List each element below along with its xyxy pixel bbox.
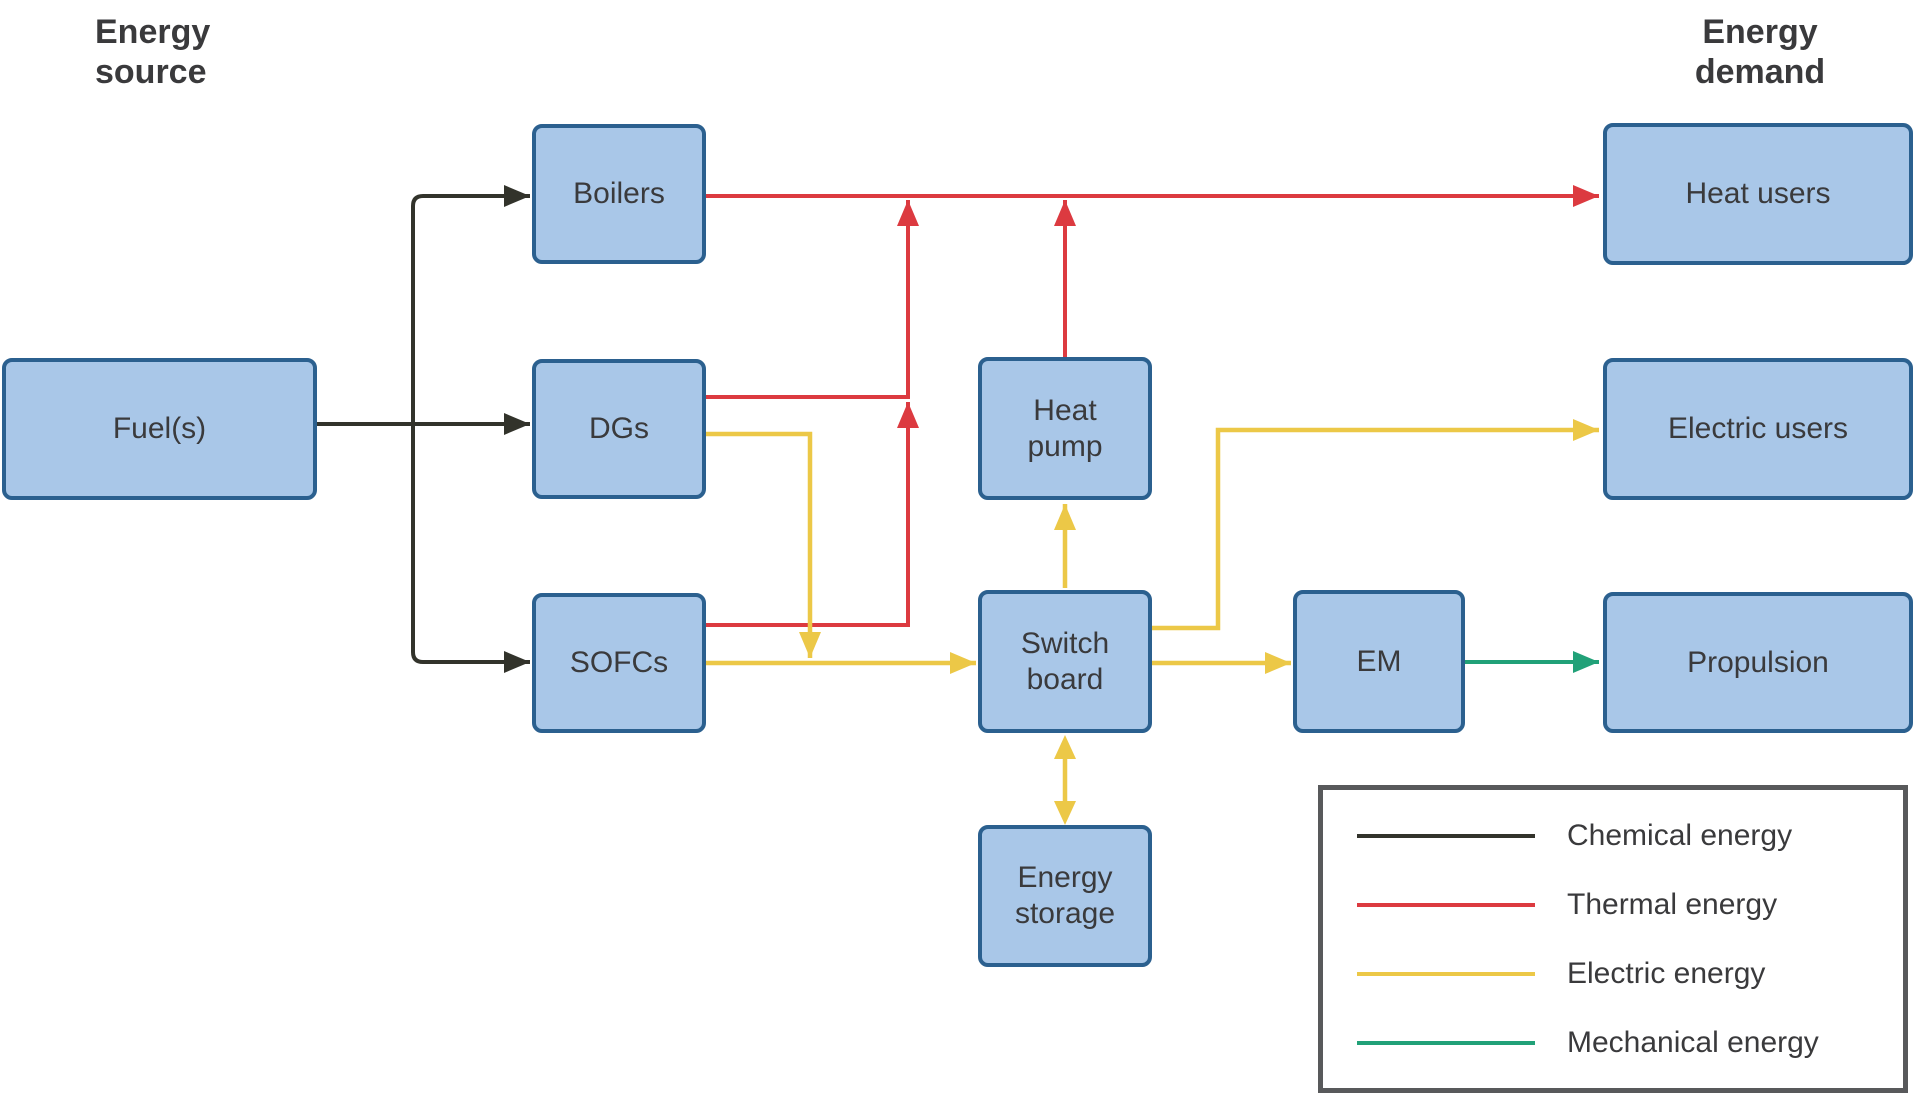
node-heat-pump-label: Heat pump xyxy=(1027,393,1103,463)
node-electric-users-label: Electric users xyxy=(1667,412,1849,445)
legend-row-thermal: Thermal energy xyxy=(1323,870,1903,939)
node-dgs-label: DGs xyxy=(589,412,649,445)
energy-source-heading: Energy source xyxy=(95,13,211,92)
chemical-line-fuel-to-sofcs xyxy=(411,424,530,673)
node-propulsion: Propulsion xyxy=(1603,592,1913,733)
legend: Chemical energy Thermal energy Electric … xyxy=(1318,785,1908,1093)
node-sofcs: SOFCs xyxy=(532,593,706,733)
legend-row-mechanical: Mechanical energy xyxy=(1323,1008,1903,1077)
node-dgs: DGs xyxy=(532,359,706,499)
node-sofcs-label: SOFCs xyxy=(569,646,669,679)
electric-line-dgs-down xyxy=(706,431,821,658)
node-boilers-label: Boilers xyxy=(573,177,665,210)
legend-chemical-label: Chemical energy xyxy=(1567,818,1793,852)
node-switchboard-label: Switch board xyxy=(1020,626,1110,696)
electric-line-switchboard-to-electric-users xyxy=(1152,419,1599,631)
energy-demand-heading: Energy demand xyxy=(1694,13,1826,92)
node-em: EM xyxy=(1293,590,1465,733)
legend-thermal-line-icon xyxy=(1357,902,1535,907)
legend-row-electric: Electric energy xyxy=(1323,939,1903,1008)
electric-arrowhead-down-icon xyxy=(1054,801,1076,825)
thermal-line-dgs-up xyxy=(706,200,919,399)
node-energy-storage-label: Energy storage xyxy=(1014,861,1116,930)
node-em-label: EM xyxy=(1356,644,1402,678)
legend-electric-line-icon xyxy=(1357,971,1535,976)
node-electric-users: Electric users xyxy=(1603,358,1913,500)
node-heat-users: Heat users xyxy=(1603,123,1913,265)
node-fuel-label: Fuel(s) xyxy=(112,412,207,445)
node-switchboard: Switch board xyxy=(978,590,1152,733)
legend-electric-label: Electric energy xyxy=(1567,956,1766,990)
node-heat-pump: Heat pump xyxy=(978,357,1152,500)
legend-mechanical-label: Mechanical energy xyxy=(1567,1025,1819,1059)
chemical-line-fuel-to-boilers xyxy=(411,185,530,424)
node-fuel: Fuel(s) xyxy=(2,358,317,500)
legend-row-chemical: Chemical energy xyxy=(1323,801,1903,870)
node-heat-users-label: Heat users xyxy=(1685,177,1831,210)
electric-arrowhead-up-icon xyxy=(1054,735,1076,759)
node-energy-storage: Energy storage xyxy=(978,825,1152,967)
legend-mechanical-line-icon xyxy=(1357,1040,1535,1045)
thermal-line-sofcs-up xyxy=(706,402,919,627)
legend-chemical-line-icon xyxy=(1357,833,1535,838)
node-boilers: Boilers xyxy=(532,124,706,264)
legend-thermal-label: Thermal energy xyxy=(1567,887,1778,921)
node-propulsion-label: Propulsion xyxy=(1687,645,1829,679)
